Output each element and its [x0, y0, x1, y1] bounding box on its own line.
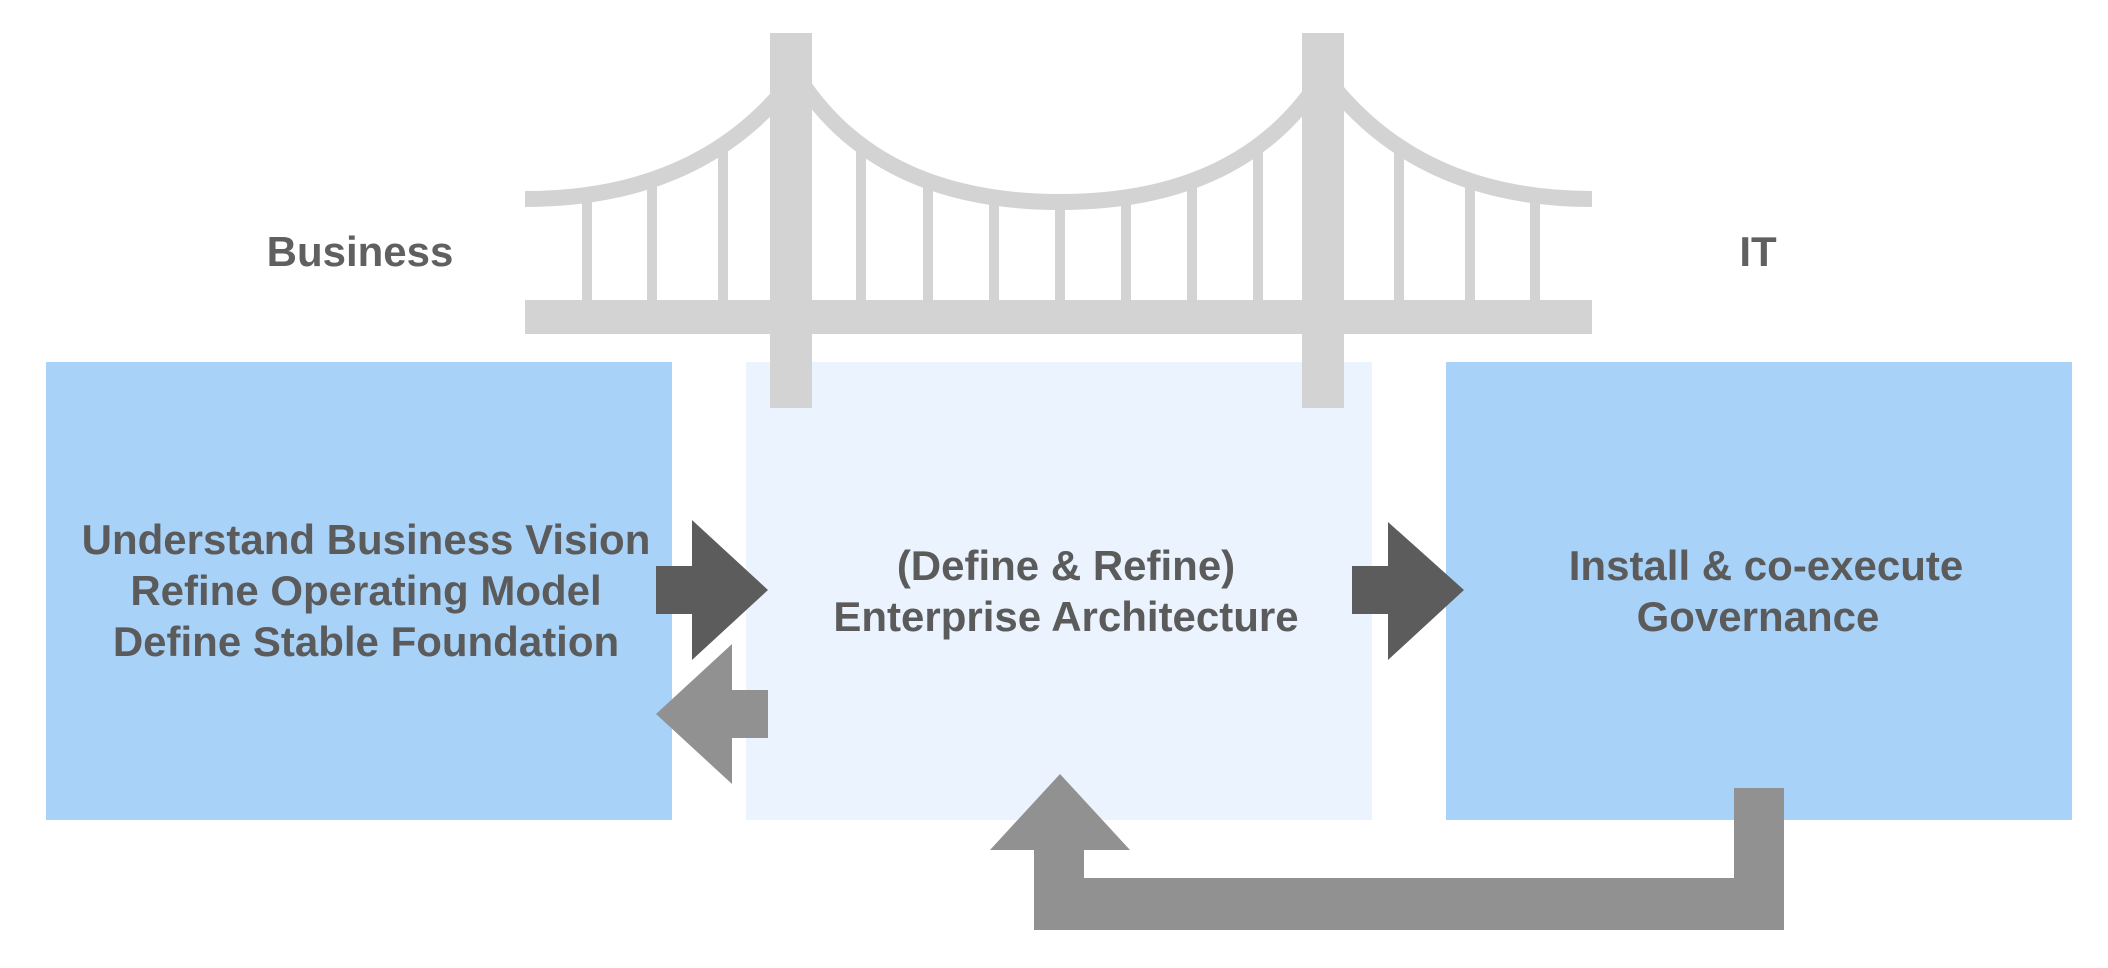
business-box-line-2: Refine Operating Model: [130, 567, 601, 614]
arrow-right-architecture-to-governance: [1352, 522, 1464, 660]
architecture-box-line-2: Enterprise Architecture: [833, 593, 1298, 640]
arrow-left-architecture-to-business: [656, 644, 768, 784]
architecture-box: [746, 362, 1372, 820]
business-label: Business: [267, 228, 454, 275]
it-label: IT: [1739, 228, 1777, 275]
governance-box-line-2: Governance: [1637, 593, 1880, 640]
governance-box-line-1: Install & co-execute: [1569, 542, 1963, 589]
business-box-line-1: Understand Business Vision: [82, 516, 651, 563]
business-box-line-3: Define Stable Foundation: [113, 618, 619, 665]
architecture-box-line-1: (Define & Refine): [897, 542, 1235, 589]
feedback-arrow-governance-to-architecture: [990, 774, 1784, 930]
arrow-right-business-to-architecture: [656, 520, 768, 660]
business-box: [46, 362, 672, 820]
governance-box: [1446, 362, 2072, 820]
suspension-bridge-icon: [524, 33, 1593, 408]
